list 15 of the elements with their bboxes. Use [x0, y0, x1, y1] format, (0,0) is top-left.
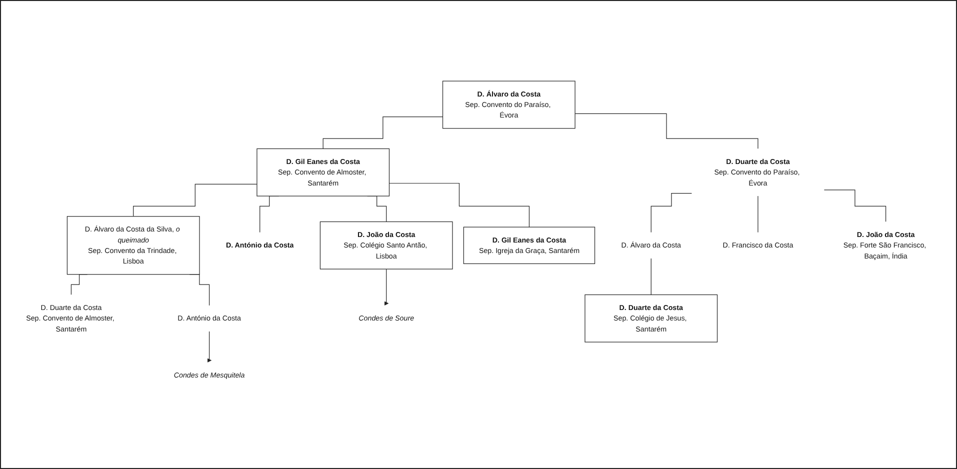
connector: [824, 189, 886, 222]
arrow: [384, 268, 389, 306]
node-box: [256, 148, 390, 196]
node-box: [584, 294, 718, 342]
node-box: [320, 221, 453, 270]
node-box: [442, 80, 576, 128]
node-box: [463, 226, 596, 264]
connector: [388, 182, 530, 228]
node-box: [66, 216, 200, 274]
connector: [650, 258, 652, 295]
connector: [574, 113, 758, 149]
arrow: [207, 330, 212, 362]
connector: [650, 192, 692, 233]
connector: [133, 184, 258, 216]
connector: [322, 116, 444, 149]
